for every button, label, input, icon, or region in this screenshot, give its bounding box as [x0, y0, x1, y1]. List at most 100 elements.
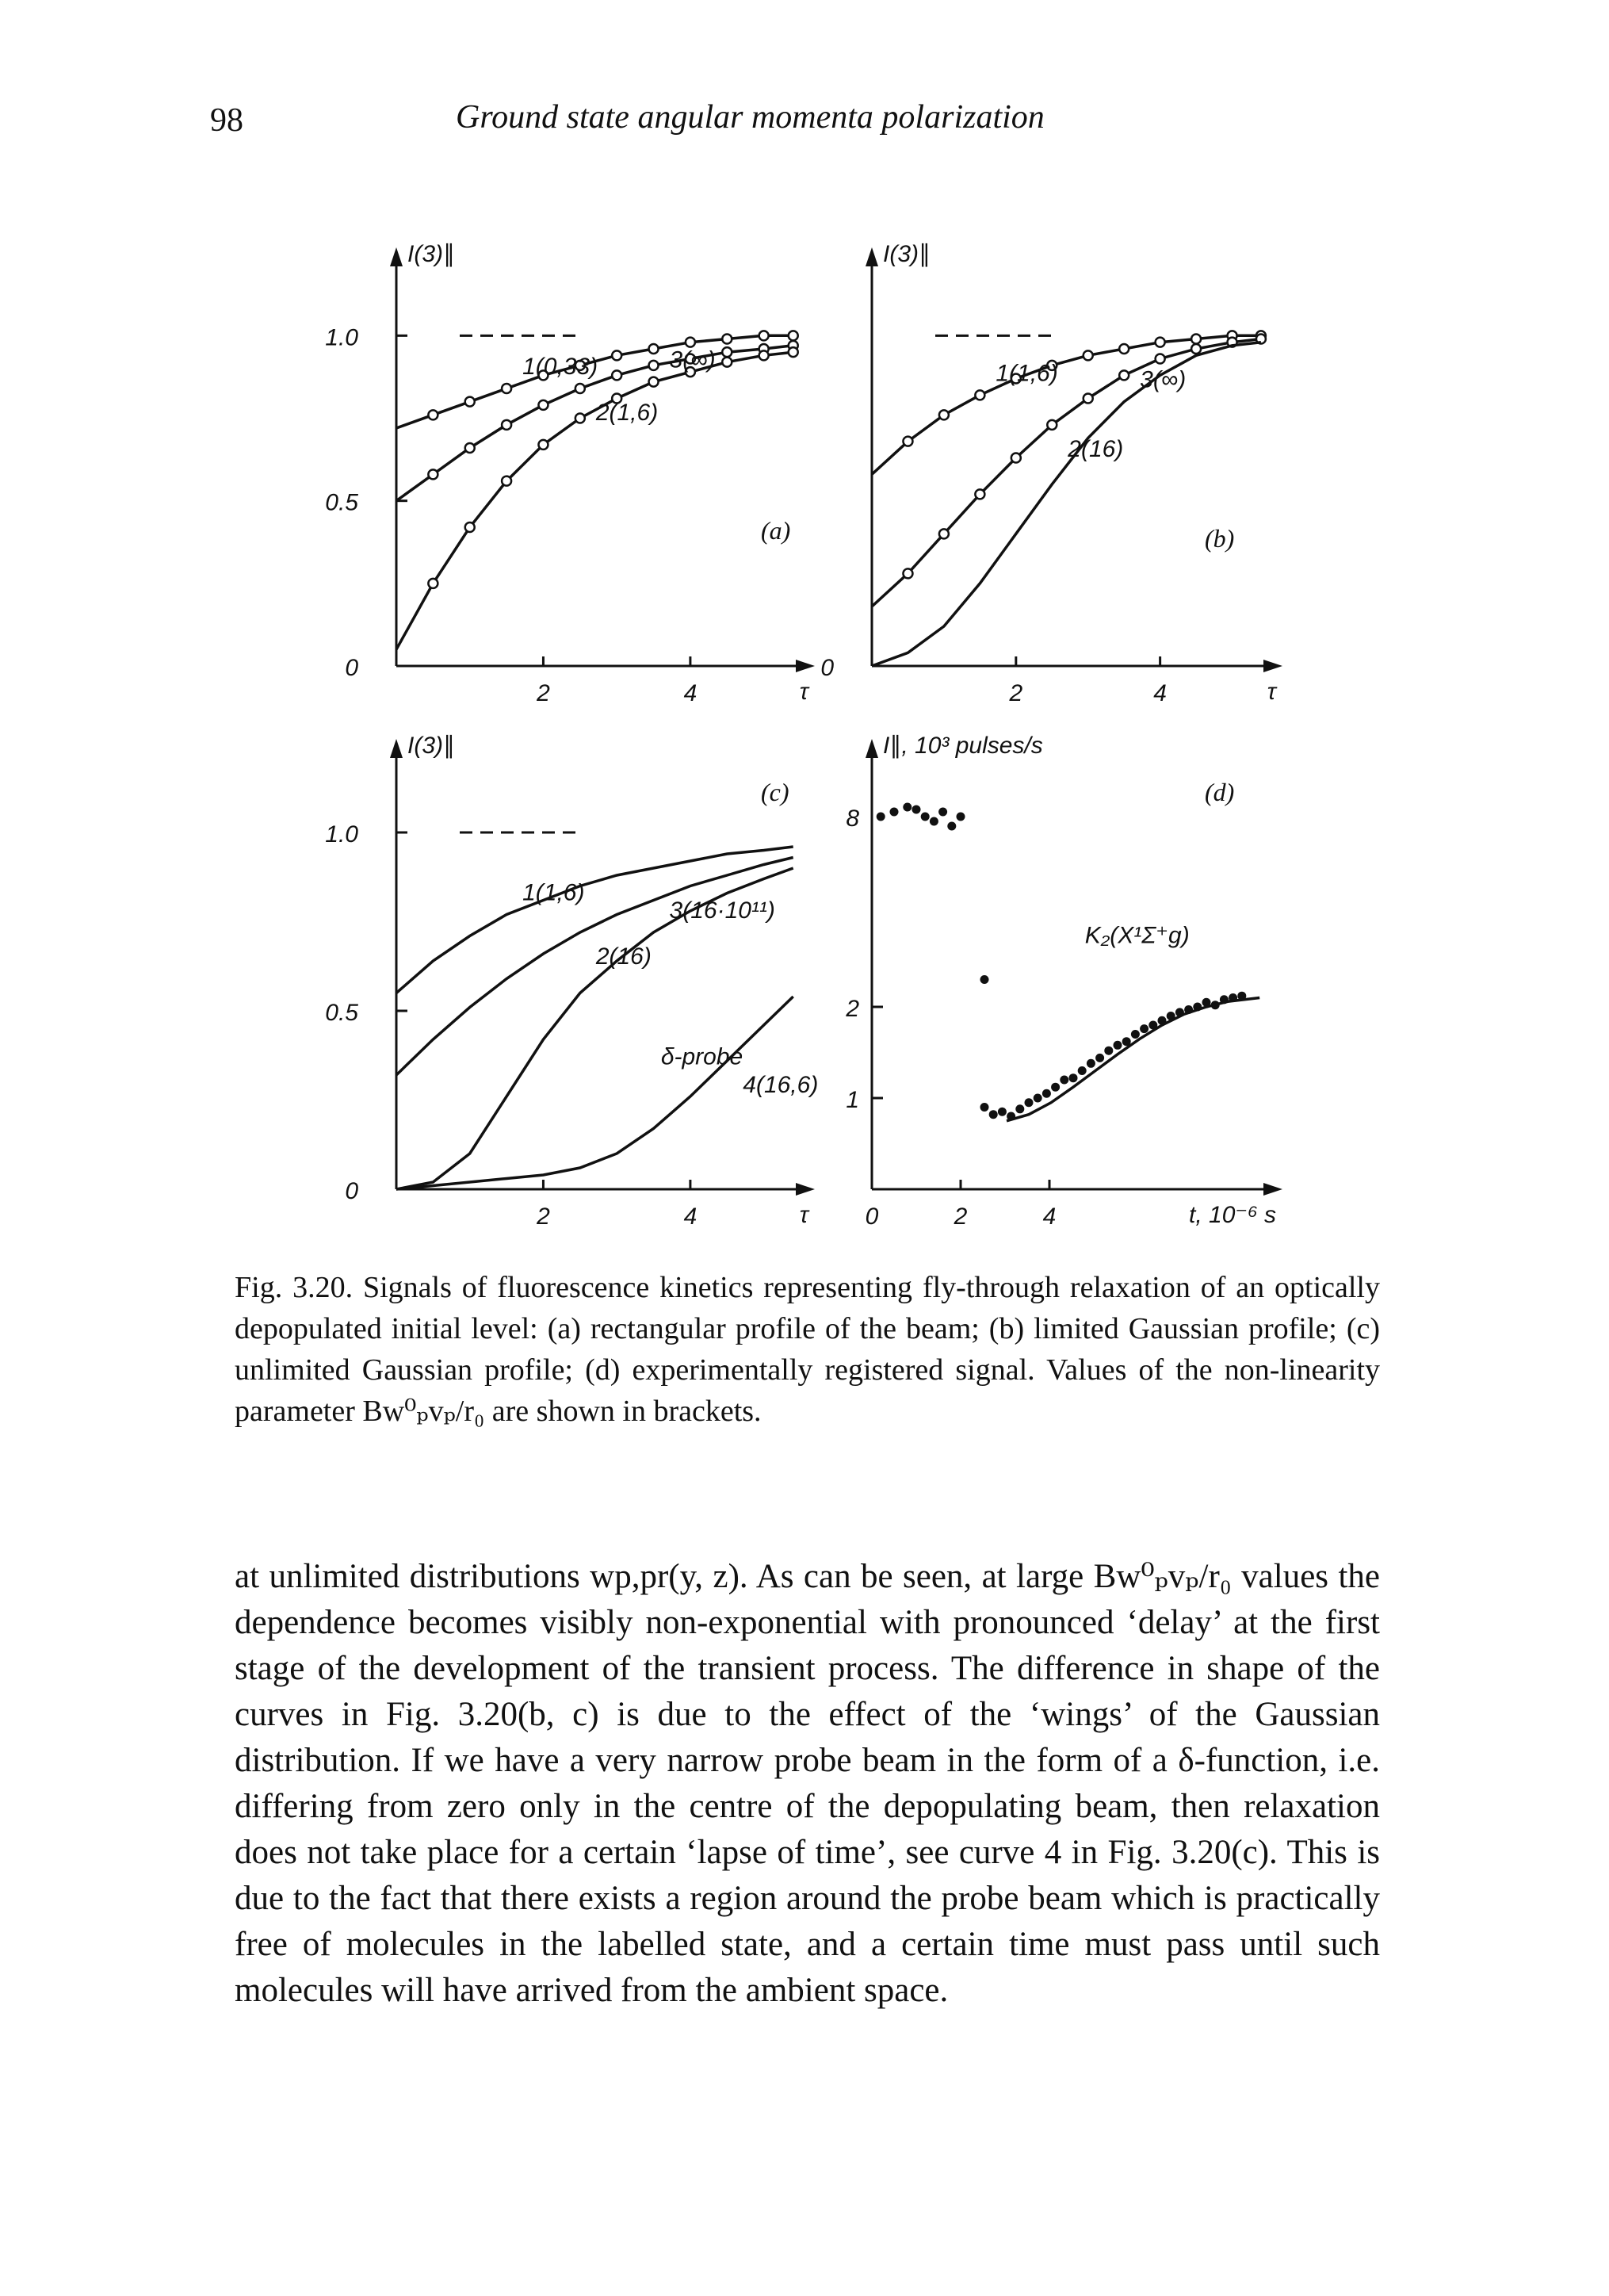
x-tick-label: 2 — [1008, 680, 1022, 706]
caption-text: Signals of fluorescence kinetics represe… — [235, 1271, 1380, 1428]
data-point — [980, 975, 989, 984]
panel-c — [390, 739, 815, 1196]
y-tick-label: 1.0 — [325, 324, 358, 350]
data-point — [610, 350, 623, 362]
data-point — [684, 353, 697, 365]
body-paragraph: at unlimited distributions wp,pr(y, z). … — [235, 1558, 1380, 2009]
series-curve — [396, 995, 794, 1191]
data-point — [427, 409, 439, 421]
x-tick-label: 2 — [536, 1203, 550, 1230]
y-tick-label: 8 — [846, 806, 859, 832]
data-point — [648, 359, 659, 372]
data-point — [537, 369, 549, 381]
data-point — [1140, 1024, 1149, 1034]
data-point — [1154, 353, 1166, 365]
x-tick-label: 4 — [684, 1203, 697, 1230]
data-point — [1190, 333, 1202, 345]
data-point — [758, 330, 770, 342]
data-point — [1010, 373, 1022, 385]
series-label: 1(0,33) — [522, 354, 598, 380]
x-tick-label: 4 — [1043, 1203, 1057, 1230]
y-axis-label: I∥, 10³ pulses/s — [883, 733, 1043, 759]
series-curve — [396, 867, 794, 1191]
data-point — [902, 568, 914, 580]
series-label: 3(∞) — [1140, 367, 1186, 393]
page-number: 98 — [210, 102, 243, 139]
x-axis-arrow — [796, 1183, 815, 1196]
figure-caption: Fig. 3.20. Signals of fluorescence kinet… — [235, 1267, 1380, 1432]
data-point — [1154, 336, 1166, 348]
series-curve — [395, 845, 793, 994]
data-point — [1046, 359, 1058, 372]
data-point — [684, 365, 697, 378]
panel-label: (d) — [1205, 778, 1234, 806]
data-point — [1122, 1037, 1131, 1047]
series-curve — [870, 337, 1262, 608]
data-point — [1148, 1020, 1158, 1030]
data-point — [1060, 1075, 1069, 1085]
x-axis-arrow — [796, 660, 815, 672]
data-point — [500, 382, 513, 395]
series-curve — [871, 340, 1262, 668]
data-point — [500, 419, 513, 431]
series-label: 2(16) — [595, 943, 652, 970]
data-point — [1118, 342, 1130, 355]
series-label: 3(16·10¹¹) — [670, 897, 775, 924]
data-point — [464, 521, 476, 534]
data-point — [938, 528, 950, 540]
data-point — [974, 389, 986, 401]
data-point — [427, 469, 439, 480]
series-label: 1(1,6) — [522, 880, 584, 906]
data-point — [648, 376, 659, 388]
data-point — [1041, 1089, 1051, 1098]
data-point — [980, 1103, 989, 1112]
data-point — [938, 807, 948, 817]
x-axis-label: τ — [800, 1202, 810, 1228]
y-axis-arrow — [390, 247, 403, 266]
data-point — [997, 1107, 1007, 1116]
data-point — [721, 333, 733, 345]
data-point — [1051, 1082, 1061, 1092]
y-axis-arrow — [390, 739, 403, 758]
data-point — [1086, 1058, 1095, 1068]
series-curve — [870, 334, 1261, 476]
data-point — [1033, 1093, 1042, 1103]
caption-label: Fig. 3.20. — [235, 1271, 354, 1304]
data-point — [956, 812, 965, 821]
fit-curve-label: K₂(X¹Σ⁺g) — [1085, 923, 1190, 949]
x-tick-label: 4 — [684, 680, 697, 706]
y-axis-label: I(3)∥ — [407, 241, 455, 267]
data-point — [537, 438, 549, 451]
running-head: Ground state angular momenta polarizatio… — [456, 99, 1045, 136]
y-axis-arrow — [866, 739, 878, 758]
data-point — [1077, 1066, 1087, 1075]
data-point — [1010, 452, 1022, 464]
x-axis-arrow — [1263, 1183, 1282, 1196]
series-label: 2(16) — [1067, 436, 1123, 462]
data-point — [610, 369, 623, 381]
x-axis-arrow — [1263, 660, 1282, 672]
series-curve — [395, 350, 793, 651]
series-curve — [395, 344, 793, 503]
panel-d — [866, 739, 1282, 1196]
data-point — [574, 359, 587, 372]
fit-curve — [1006, 996, 1260, 1123]
x-tick-label: 0 — [866, 1203, 879, 1230]
data-point — [988, 1110, 998, 1119]
data-point — [500, 475, 513, 487]
data-point — [938, 409, 950, 421]
x-tick-label: 2 — [536, 680, 550, 706]
x-axis-label: τ — [800, 679, 810, 705]
data-point — [1130, 1030, 1140, 1039]
data-point — [1015, 1104, 1025, 1114]
x-axis-label: τ — [1267, 679, 1278, 705]
series-label: 1(1,6) — [996, 360, 1057, 386]
data-point — [464, 442, 476, 454]
data-point — [610, 392, 623, 404]
annotation-label: δ-probe — [661, 1044, 743, 1070]
data-point — [974, 488, 986, 500]
series-label: 4(16,6) — [743, 1072, 818, 1098]
series-curve — [396, 334, 793, 430]
y-tick-label: 0 — [345, 655, 358, 681]
